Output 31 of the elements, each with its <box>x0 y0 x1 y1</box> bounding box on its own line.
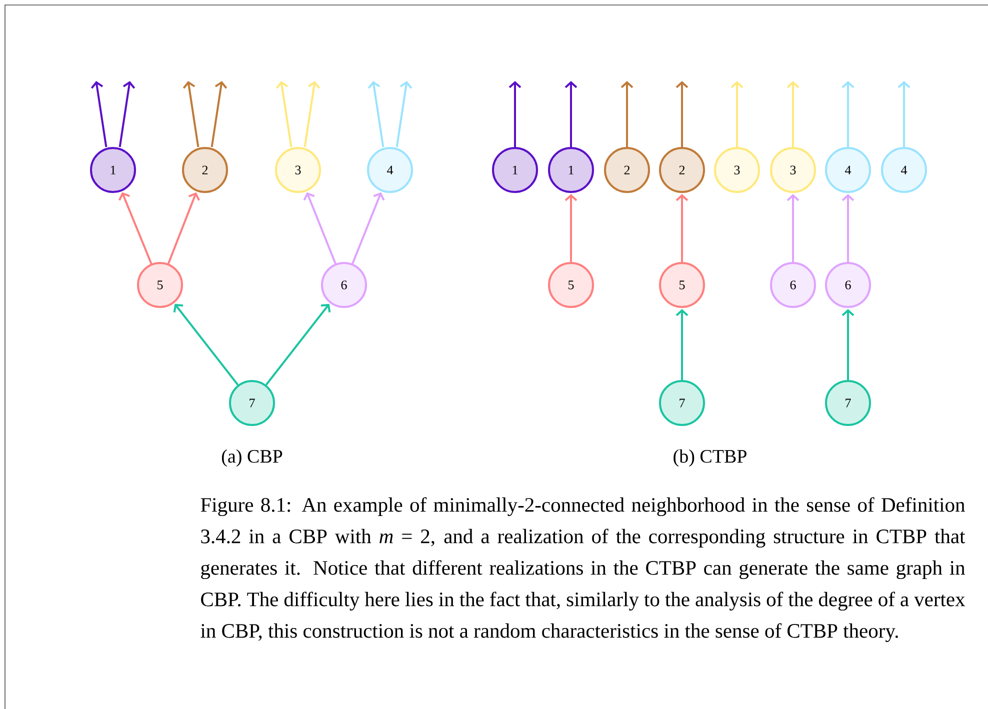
subfigure-label: (b) CTBP <box>674 449 746 467</box>
arrow <box>564 81 578 147</box>
arrow <box>396 80 412 148</box>
arrow <box>167 192 200 264</box>
arrow <box>304 80 320 148</box>
arrow <box>173 304 239 386</box>
arrow <box>842 81 854 147</box>
arrow <box>118 80 136 148</box>
arrow <box>352 192 385 264</box>
arrow <box>898 81 910 147</box>
arrow <box>210 80 228 148</box>
arrow <box>368 80 384 148</box>
arrow <box>182 80 200 148</box>
arrow <box>564 194 578 262</box>
arrow <box>620 81 634 147</box>
arrow <box>786 194 800 262</box>
arrow <box>265 304 331 386</box>
arrow <box>676 194 688 262</box>
arrow <box>90 80 108 148</box>
arrow <box>786 81 800 147</box>
subfigure-label: (a) CBP <box>222 449 282 467</box>
arrow <box>842 309 854 380</box>
arrow <box>508 81 522 147</box>
arrow <box>842 194 854 262</box>
figure-caption: Figure 8.1: An example of minimally-2-connected neighborhood in the sense of Definition 3.4.2 in a CBP with m = 2, and a realization of the corresponding structure in CTBP that generates it. Notice that different realizations in the CTBP can generate the same graph in CBP. The difficulty here lies in the fact that, similarly to the analysis of the degree of a vertex in CBP, this construction is not a random characteristics in the sense of CTBP theory. <box>200 497 966 642</box>
arrow <box>118 192 152 264</box>
arrow <box>730 81 744 147</box>
arrow <box>676 81 688 147</box>
arrow <box>276 80 292 148</box>
arrow <box>303 192 336 264</box>
arrow <box>676 309 688 380</box>
